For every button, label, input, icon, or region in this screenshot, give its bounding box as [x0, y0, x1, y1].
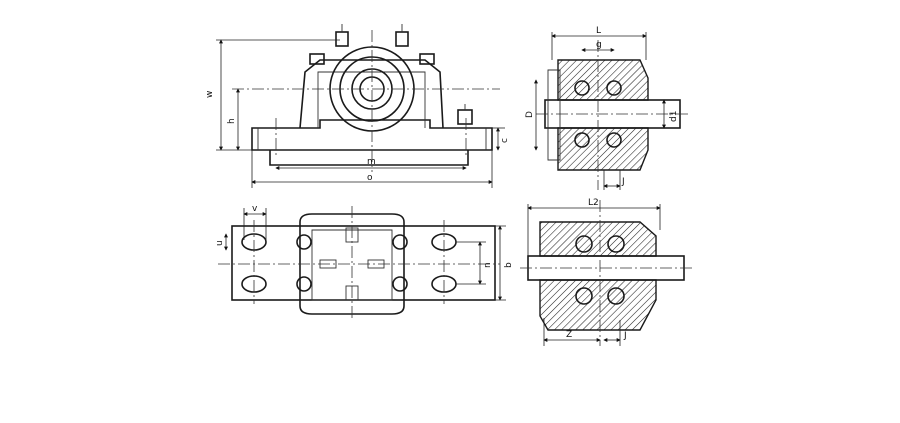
dim-label-u: u — [215, 240, 225, 246]
dim-label-Z: Z — [566, 330, 572, 340]
front-view — [216, 24, 505, 188]
dim-label-h: h — [227, 118, 237, 124]
dim-label-w: w — [205, 91, 215, 98]
dim-label-o: o — [367, 173, 373, 183]
dim-label-v: v — [252, 204, 258, 214]
dim-label-J: J — [621, 177, 625, 187]
dim-label-g: g — [596, 40, 602, 50]
dim-label-L2: L2 — [588, 198, 599, 208]
dim-label-b: b — [504, 262, 514, 268]
dim-label-J2: J — [623, 331, 627, 341]
dim-label-n: n — [483, 262, 493, 268]
side-section-view-2 — [520, 200, 692, 346]
dim-label-D: D — [525, 111, 535, 118]
dim-label-L: L — [596, 26, 601, 36]
dim-label-d1: d1 — [669, 111, 679, 122]
top-view — [218, 206, 506, 320]
dim-label-c: c — [500, 138, 510, 143]
dim-label-m: m — [367, 157, 376, 167]
side-section-view — [534, 32, 690, 190]
